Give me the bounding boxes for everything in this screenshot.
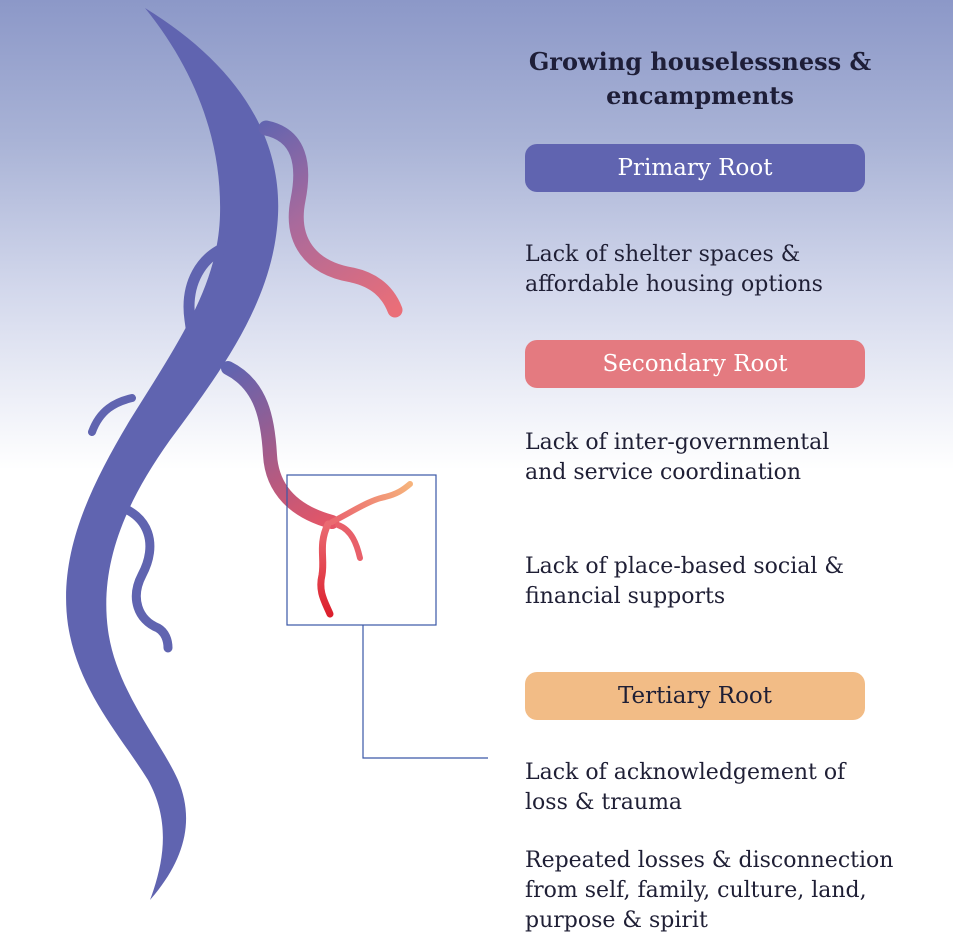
secondary-branch-root	[228, 368, 332, 522]
primary-taproot	[66, 8, 278, 900]
primary-root-label: Primary Root	[525, 144, 865, 192]
diagram-title: Growing houselessness & encampments	[490, 45, 910, 113]
connector-line	[363, 625, 488, 758]
secondary-root-label: Secondary Root	[525, 340, 865, 388]
tertiary-side-curl	[338, 525, 360, 558]
tertiary-orange-tendril	[332, 484, 410, 522]
secondary-root-item-2: Lack of place-based social & financial s…	[525, 552, 895, 612]
secondary-root-item-1: Lack of inter-governmental and service c…	[525, 428, 870, 488]
upper-right-branch-root	[266, 128, 395, 310]
primary-root-item-1: Lack of shelter spaces & affordable hous…	[525, 240, 895, 300]
tertiary-root-label: Tertiary Root	[525, 672, 865, 720]
zoom-box	[287, 475, 436, 625]
tertiary-root-item-1: Lack of acknowledgement of loss & trauma	[525, 758, 895, 818]
tertiary-root-item-2: Repeated losses & disconnection from sel…	[525, 846, 935, 936]
tertiary-red-tendril	[321, 524, 330, 614]
lower-left-rootlet	[115, 505, 168, 648]
